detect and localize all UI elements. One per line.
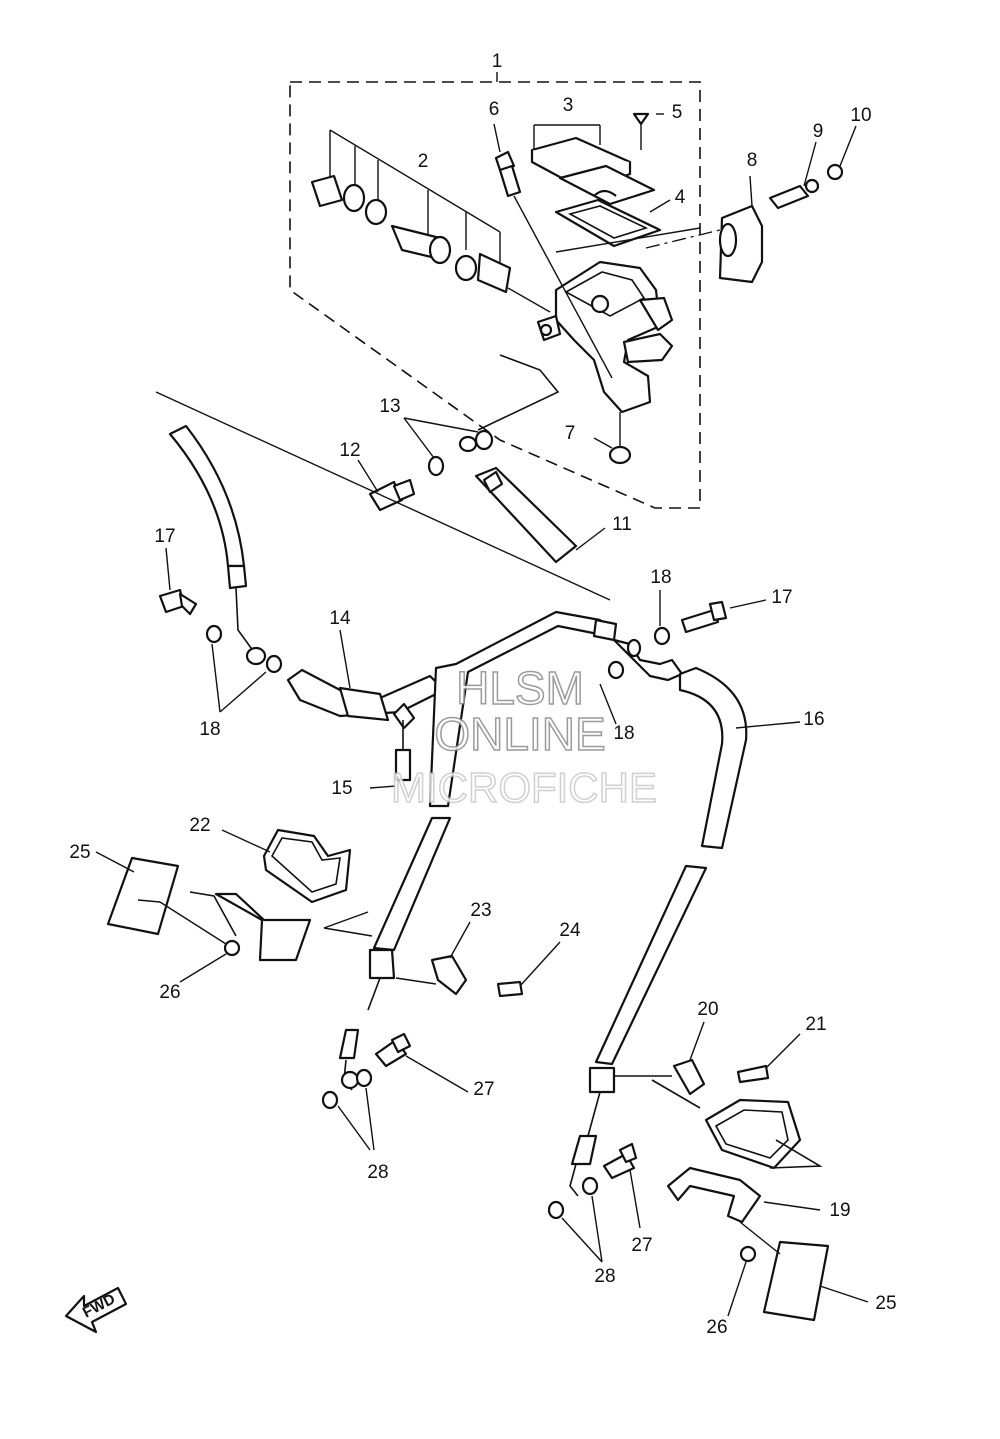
callout-26-right: 26 xyxy=(706,1317,727,1338)
callout-12: 12 xyxy=(339,440,360,461)
callout-2: 2 xyxy=(418,151,429,172)
callout-4: 4 xyxy=(675,187,686,208)
callout-28-left: 28 xyxy=(367,1162,388,1183)
watermark-line-1: HLSM xyxy=(456,662,584,714)
callout-18-mid: 18 xyxy=(613,723,634,744)
callout-3: 3 xyxy=(563,95,574,116)
piston-kit xyxy=(310,129,551,313)
callout-20: 20 xyxy=(697,999,718,1020)
hose-guide-left xyxy=(189,828,373,962)
hose-clamp-right xyxy=(614,1021,801,1096)
callout-22: 22 xyxy=(189,815,210,836)
callout-27-left: 27 xyxy=(473,1079,494,1100)
union-bolt-and-hose-11 xyxy=(357,354,606,564)
callout-21: 21 xyxy=(805,1014,826,1035)
watermark-line-2: ONLINE xyxy=(434,708,605,760)
left-upper-hose xyxy=(155,391,611,666)
master-cylinder-body xyxy=(536,227,721,414)
watermark: HLSM ONLINE MICROFICHE xyxy=(390,661,658,812)
callout-17-right: 17 xyxy=(771,587,792,608)
callout-18-left: 18 xyxy=(199,719,220,740)
callout-10: 10 xyxy=(850,105,871,126)
bleeder-cap xyxy=(593,412,632,465)
callout-17-left: 17 xyxy=(154,526,175,547)
callout-6: 6 xyxy=(489,99,500,120)
callout-19: 19 xyxy=(829,1200,850,1221)
callout-25-right: 25 xyxy=(875,1293,896,1314)
master-cylinder-assembly-outline xyxy=(289,72,701,509)
hose-guide-right xyxy=(651,1079,823,1224)
right-long-hose xyxy=(569,638,748,1197)
callout-27-right: 27 xyxy=(631,1235,652,1256)
bleeder-screw xyxy=(493,123,613,379)
reflector-left xyxy=(95,851,241,983)
callout-28-right: 28 xyxy=(594,1266,615,1287)
watermark-line-3: MICROFICHE xyxy=(391,764,657,811)
callout-16: 16 xyxy=(803,709,824,730)
reservoir-cap xyxy=(530,112,671,248)
left-long-hose xyxy=(338,610,618,1091)
callout-11: 11 xyxy=(612,514,632,535)
callout-25-left: 25 xyxy=(69,842,90,863)
callout-9: 9 xyxy=(813,121,824,142)
union-bolt-17-right xyxy=(599,590,801,729)
callout-24: 24 xyxy=(559,920,581,941)
callout-15: 15 xyxy=(331,778,352,799)
union-bolt-27-right xyxy=(547,1142,641,1263)
callout-23: 23 xyxy=(470,900,491,921)
callout-5: 5 xyxy=(672,102,683,123)
union-bolt-17-left xyxy=(158,547,283,713)
callout-7: 7 xyxy=(565,423,576,444)
callout-14: 14 xyxy=(329,608,351,629)
callout-26-left: 26 xyxy=(159,982,180,1003)
callout-1: 1 xyxy=(492,51,503,72)
handlebar-clamp xyxy=(718,125,857,284)
reflector-right xyxy=(727,1221,869,1322)
callout-13: 13 xyxy=(379,396,400,417)
callout-18-top: 18 xyxy=(650,567,671,588)
forward-direction-arrow: FWD xyxy=(64,1286,128,1334)
union-bolt-27-left xyxy=(321,1032,469,1151)
callout-labels: 1 2 3 4 5 6 7 8 9 10 11 12 13 14 15 16 1… xyxy=(69,51,896,1338)
callout-8: 8 xyxy=(747,150,758,171)
hose-clamp-left xyxy=(395,921,561,998)
